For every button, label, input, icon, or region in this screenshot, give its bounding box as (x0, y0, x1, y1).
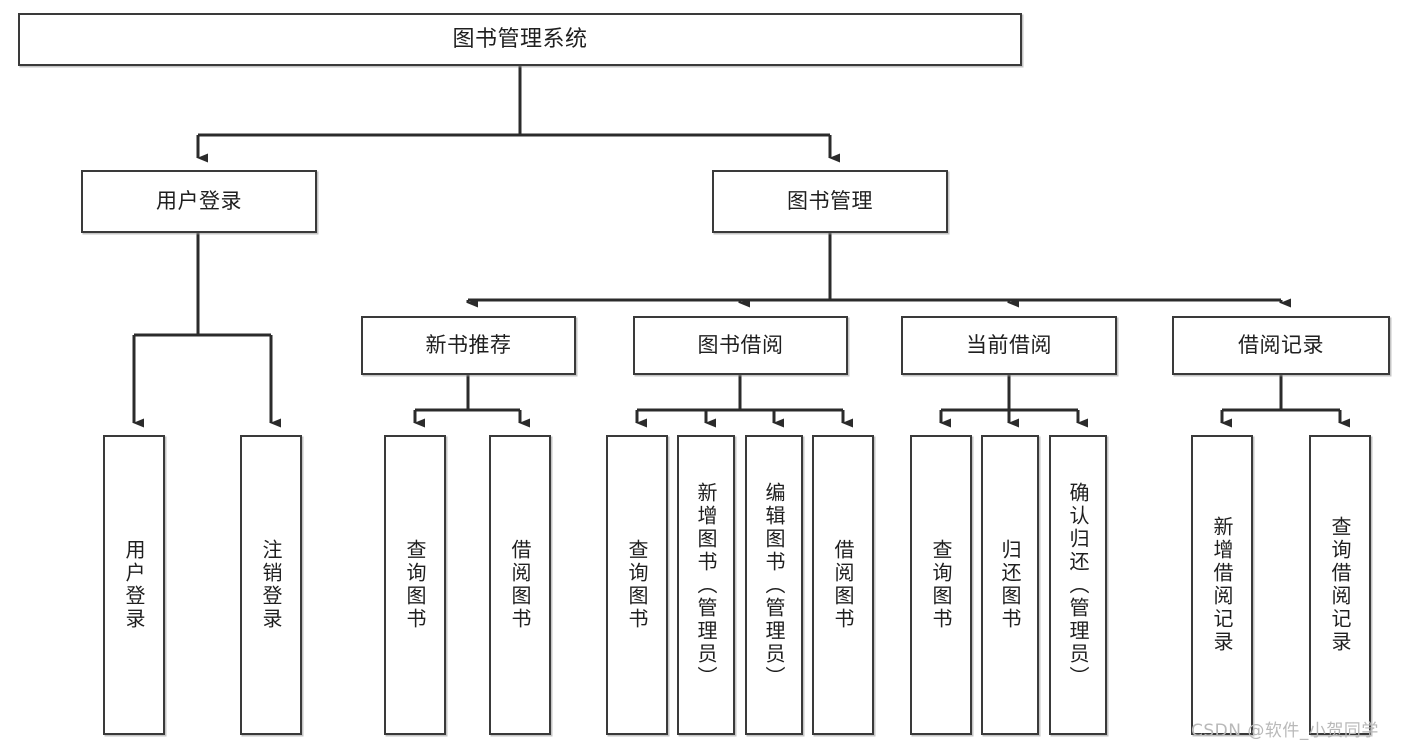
node-leaf-add-borrow-record[interactable]: 新增借阅记录 (1191, 435, 1253, 735)
node-new-book-recommend[interactable]: 新书推荐 (361, 316, 576, 375)
node-leaf-query-book-recommend[interactable]: 查询图书 (384, 435, 446, 735)
node-leaf-query-book-current[interactable]: 查询图书 (910, 435, 972, 735)
node-leaf-confirm-return-admin[interactable]: 确认归还（管理员） (1049, 435, 1107, 735)
node-label: 用户登录 (122, 539, 146, 631)
node-user-login[interactable]: 用户登录 (81, 170, 317, 233)
node-label: 图书管理 (787, 189, 873, 214)
node-label: 新增图书（管理员） (694, 481, 718, 689)
node-label: 借阅图书 (831, 539, 855, 631)
node-label: 新增借阅记录 (1210, 516, 1234, 654)
node-label: 图书借阅 (697, 333, 784, 358)
node-label: 编辑图书（管理员） (762, 481, 786, 689)
node-label: 查询借阅记录 (1328, 516, 1352, 654)
node-label: 当前借阅 (966, 333, 1052, 358)
node-label: 新书推荐 (425, 333, 512, 358)
node-leaf-query-book-borrow[interactable]: 查询图书 (606, 435, 668, 735)
node-leaf-logout[interactable]: 注销登录 (240, 435, 302, 735)
node-leaf-query-borrow-record[interactable]: 查询借阅记录 (1309, 435, 1371, 735)
node-leaf-return-book[interactable]: 归还图书 (981, 435, 1039, 735)
node-root-book-management-system[interactable]: 图书管理系统 (18, 13, 1022, 66)
node-label: 查询图书 (625, 539, 649, 631)
node-leaf-borrow-book-recommend[interactable]: 借阅图书 (489, 435, 551, 735)
node-leaf-edit-book-admin[interactable]: 编辑图书（管理员） (745, 435, 803, 735)
node-label: 查询图书 (403, 539, 427, 631)
node-book-borrow[interactable]: 图书借阅 (633, 316, 848, 375)
node-label: 图书管理系统 (452, 26, 588, 52)
node-label: 借阅记录 (1238, 333, 1324, 358)
node-leaf-borrow-book[interactable]: 借阅图书 (812, 435, 874, 735)
node-leaf-add-book-admin[interactable]: 新增图书（管理员） (677, 435, 735, 735)
node-label: 注销登录 (259, 539, 283, 631)
node-label: 用户登录 (156, 189, 242, 214)
node-leaf-user-login[interactable]: 用户登录 (103, 435, 165, 735)
node-label: 归还图书 (998, 539, 1022, 631)
node-label: 查询图书 (929, 539, 953, 631)
csdn-watermark: CSDN @软件_小贺同学 (1191, 721, 1379, 741)
node-book-management[interactable]: 图书管理 (712, 170, 948, 233)
node-borrow-record[interactable]: 借阅记录 (1172, 316, 1390, 375)
node-label: 确认归还（管理员） (1066, 481, 1090, 689)
node-label: 借阅图书 (508, 539, 532, 631)
node-current-borrow[interactable]: 当前借阅 (901, 316, 1117, 375)
